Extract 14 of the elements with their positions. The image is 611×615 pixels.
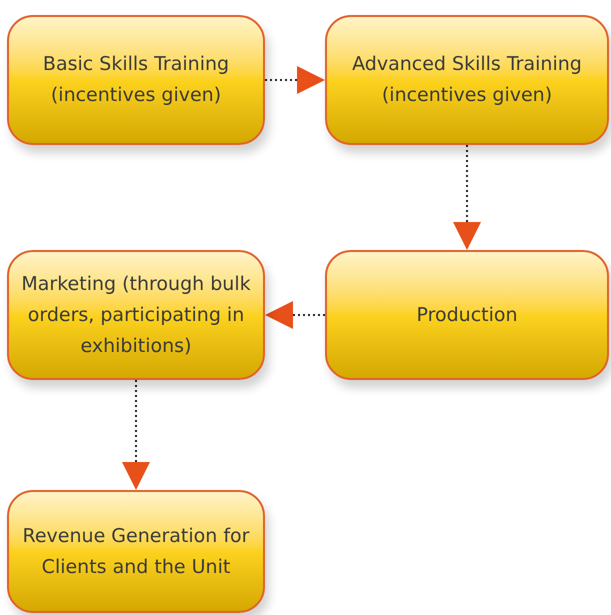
process-box xyxy=(7,250,265,380)
arrow xyxy=(265,66,325,94)
process-box xyxy=(7,490,265,613)
arrow xyxy=(453,145,481,250)
process-box xyxy=(7,15,265,145)
arrow xyxy=(265,301,325,329)
arrow xyxy=(122,380,150,490)
box-label: Marketing (through bulk orders, participating in exhibitions) xyxy=(21,272,251,358)
process-box xyxy=(325,15,609,145)
process-box xyxy=(325,250,609,380)
box-label: Advanced Skills Training (incentives given) xyxy=(351,52,583,108)
box-label: Production xyxy=(416,302,518,328)
box-label: Revenue Generation for Clients and the Unit xyxy=(22,524,250,580)
box-label: Basic Skills Training (incentives given) xyxy=(42,52,230,108)
